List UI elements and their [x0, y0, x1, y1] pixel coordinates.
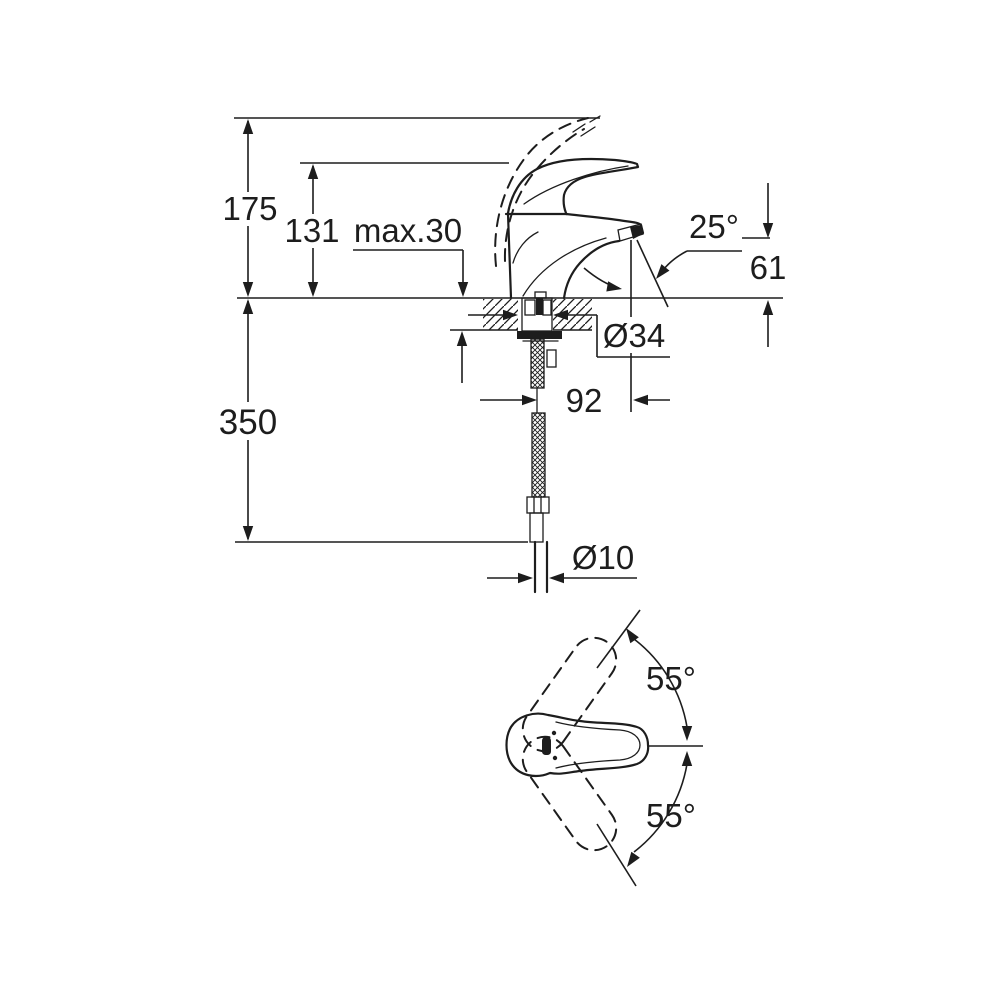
dimension-spout-reach: 92 [480, 382, 670, 419]
dim-34-label: Ø34 [603, 317, 665, 354]
shank-inner-left [524, 299, 536, 316]
dim-92-text-bg [560, 385, 608, 417]
body-inner-curve-1 [522, 237, 607, 297]
handle-inner-rim [555, 721, 641, 769]
spout-top-edge [564, 212, 645, 235]
arrowhead [457, 282, 469, 297]
dim-25deg-label: 25° [689, 208, 739, 245]
raised-handle-inner-curve [503, 128, 585, 262]
dim-34-text-bg [600, 317, 669, 353]
raised-handle-tip-dashes [572, 115, 601, 137]
dim-175-label: 175 [222, 190, 277, 227]
handle-indicator-bar [542, 737, 551, 755]
faucet-body [504, 157, 645, 300]
arrowhead [522, 394, 537, 406]
lever-inner-curve [523, 165, 629, 205]
dimension-hose-length: 350 [216, 299, 281, 541]
arrowhead [242, 282, 254, 297]
dim-350-label: 350 [219, 403, 277, 442]
handle-top-view [505, 636, 703, 852]
arrowhead [633, 394, 648, 406]
handle-swung-down-dashed [521, 735, 618, 852]
dimension-pipe-diameter: Ø10 [487, 539, 637, 584]
dim-61-label: 61 [750, 249, 787, 286]
faucet-front [494, 115, 645, 594]
dimension-hole-diameter: Ø34 [468, 309, 670, 358]
connection-pipe [533, 540, 549, 594]
swing-down-arc [633, 763, 688, 853]
dim-55-down-label: 55° [646, 797, 696, 834]
mounting-flange [517, 331, 562, 339]
hose-end-tube [529, 512, 544, 543]
arrowhead [681, 726, 693, 741]
dimension-swing-angles: 55° 55° [596, 609, 696, 887]
shank-inner-right [542, 299, 552, 316]
top-view: 55° 55° [505, 609, 703, 887]
dimension-max-deck-thickness: max.30 [353, 212, 469, 383]
front-view: 175 131 max.30 350 [216, 115, 787, 594]
flex-hose-braided [531, 412, 546, 498]
supply-hose [526, 387, 550, 543]
arrowhead [549, 572, 564, 584]
handle-lever-outline [506, 157, 640, 215]
arrowhead [606, 281, 623, 295]
swing-up-arc [633, 638, 688, 728]
arrowhead [762, 300, 774, 315]
dimension-height-to-handle: 131 [283, 164, 341, 297]
swing-down-extension-line [596, 823, 637, 887]
dim-131-label: 131 [284, 212, 339, 249]
body-inner-curve-2 [512, 231, 539, 264]
hose-hex-nut [526, 496, 550, 514]
shank-stud [536, 298, 543, 315]
arrowhead [242, 299, 254, 314]
arrowhead [307, 282, 319, 297]
body-left-edge [506, 212, 513, 300]
stream-direction-line [636, 239, 669, 308]
raised-handle-dashed [494, 115, 601, 267]
arrowhead [762, 223, 774, 238]
dim-131-text-bg [283, 214, 341, 248]
swing-up-extension-line [596, 609, 641, 669]
dim-55-up-label: 55° [646, 660, 696, 697]
shank-top-cap [534, 291, 547, 299]
mounting-shank [517, 291, 562, 389]
dim-10-label: Ø10 [572, 539, 634, 576]
arrowhead [681, 751, 693, 766]
shank-side-nut [546, 349, 557, 368]
dim-175-text-bg [220, 192, 280, 226]
handle-dot-bottom [552, 755, 558, 761]
dimension-overall-height: 175 [220, 119, 280, 297]
arrowhead [518, 572, 533, 584]
aerator-dark-wedge [630, 225, 643, 239]
raised-handle-outer-curve [494, 117, 589, 267]
threaded-shank [530, 338, 545, 389]
dim-max30-label: max.30 [354, 212, 462, 249]
arrowhead [622, 851, 640, 870]
handle-dot-top [551, 730, 557, 736]
arrowhead [456, 331, 468, 346]
arrowhead [307, 164, 319, 179]
handle-swung-up-dashed [521, 636, 618, 753]
spout-underside-edge [562, 239, 621, 300]
handle-outer-outline [505, 712, 650, 778]
dim-350-text-bg [216, 402, 281, 440]
arrowhead [242, 526, 254, 541]
dim-92-label: 92 [566, 382, 603, 419]
arrowhead [242, 119, 254, 134]
